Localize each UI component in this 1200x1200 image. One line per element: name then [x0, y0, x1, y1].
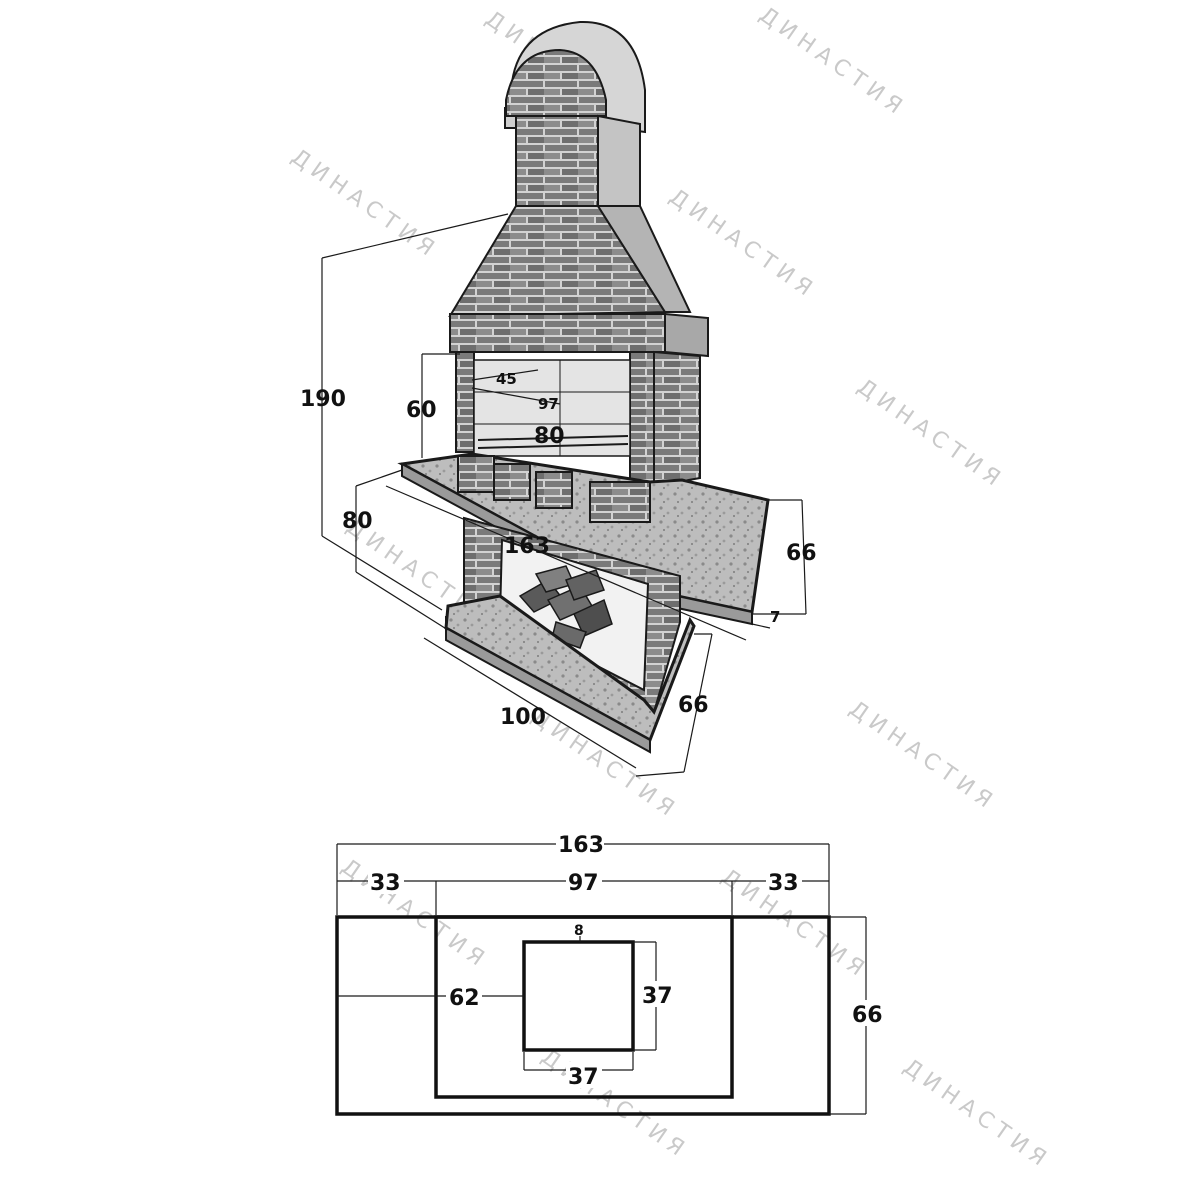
dim-table-height: 80: [342, 509, 373, 534]
counter-brick: [535, 471, 573, 509]
plan-view: 163 33 97 33 8 62 37 37 66: [335, 830, 886, 1116]
hood-side: [596, 205, 692, 313]
chimney-shaft-side: [597, 114, 641, 216]
dim-base-depth: 66: [678, 693, 709, 718]
dim-firebox-width: 97: [538, 395, 559, 413]
plan-label-backgrounds: [368, 830, 886, 1088]
fireplace-perspective: [397, 20, 770, 754]
watermark-text: ДИНАСТИЯ: [899, 1054, 1056, 1174]
chimney-arch-front: [505, 48, 607, 117]
perspective-dimension-labels: 190 60 45 97 80 80 163 66 7 100 66: [300, 370, 817, 730]
watermark-text: ДИНАСТИЯ: [755, 2, 912, 122]
plan-dim-offset-left: 62: [449, 986, 480, 1011]
watermark-text: ДИНАСТИЯ: [287, 144, 444, 264]
watermark-text: ДИНАСТИЯ: [665, 184, 822, 304]
plan-center-rect: [434, 915, 734, 1099]
counter-brick: [589, 481, 651, 523]
right-column-side: [653, 350, 701, 488]
plan-dimension-labels: 163 33 97 33 8 62 37 37 66: [370, 833, 883, 1090]
plan-dim-total-width: 163: [558, 833, 604, 858]
watermark-text: ДИНАСТИЯ: [337, 854, 494, 974]
plan-dim-side-left: 33: [370, 871, 401, 896]
plan-dim-side-right: 33: [768, 871, 799, 896]
dim-firebox-depth: 45: [496, 370, 517, 388]
base-slab-edge: [445, 616, 651, 754]
perspective-dimension-lines: [321, 213, 807, 777]
counter-brick: [457, 455, 495, 493]
dim-slab-thickness: 7: [770, 608, 780, 626]
plan-firebox-rect: [522, 940, 635, 1052]
plan-dim-inner-height: 37: [642, 984, 673, 1009]
dim-table-depth: 66: [786, 541, 817, 566]
lintel-front: [449, 313, 666, 353]
right-column: [629, 351, 655, 483]
dim-base-width: 100: [500, 705, 546, 730]
plan-dim-offset-top: 8: [574, 923, 584, 939]
plan-dim-inner-width: 37: [568, 1065, 599, 1090]
grill-rod: [477, 443, 629, 449]
grill-rod: [477, 435, 629, 441]
watermark-text: ДИНАСТИЯ: [537, 1044, 694, 1164]
plan-dim-center-width: 97: [568, 871, 599, 896]
plan-dim-total-depth: 66: [852, 1003, 883, 1028]
dim-firebox-height: 60: [406, 398, 437, 423]
dim-inner-width: 80: [534, 424, 565, 449]
counter-brick: [493, 463, 531, 501]
left-column: [455, 351, 475, 453]
dim-total-height: 190: [300, 387, 346, 412]
watermark-text: ДИНАСТИЯ: [845, 696, 1002, 816]
dim-total-width: 163: [504, 534, 550, 559]
watermark-text: ДИНАСТИЯ: [853, 374, 1010, 494]
lintel-side: [664, 312, 709, 358]
firewood-pile: [518, 565, 613, 649]
chimney-shaft: [515, 115, 599, 215]
